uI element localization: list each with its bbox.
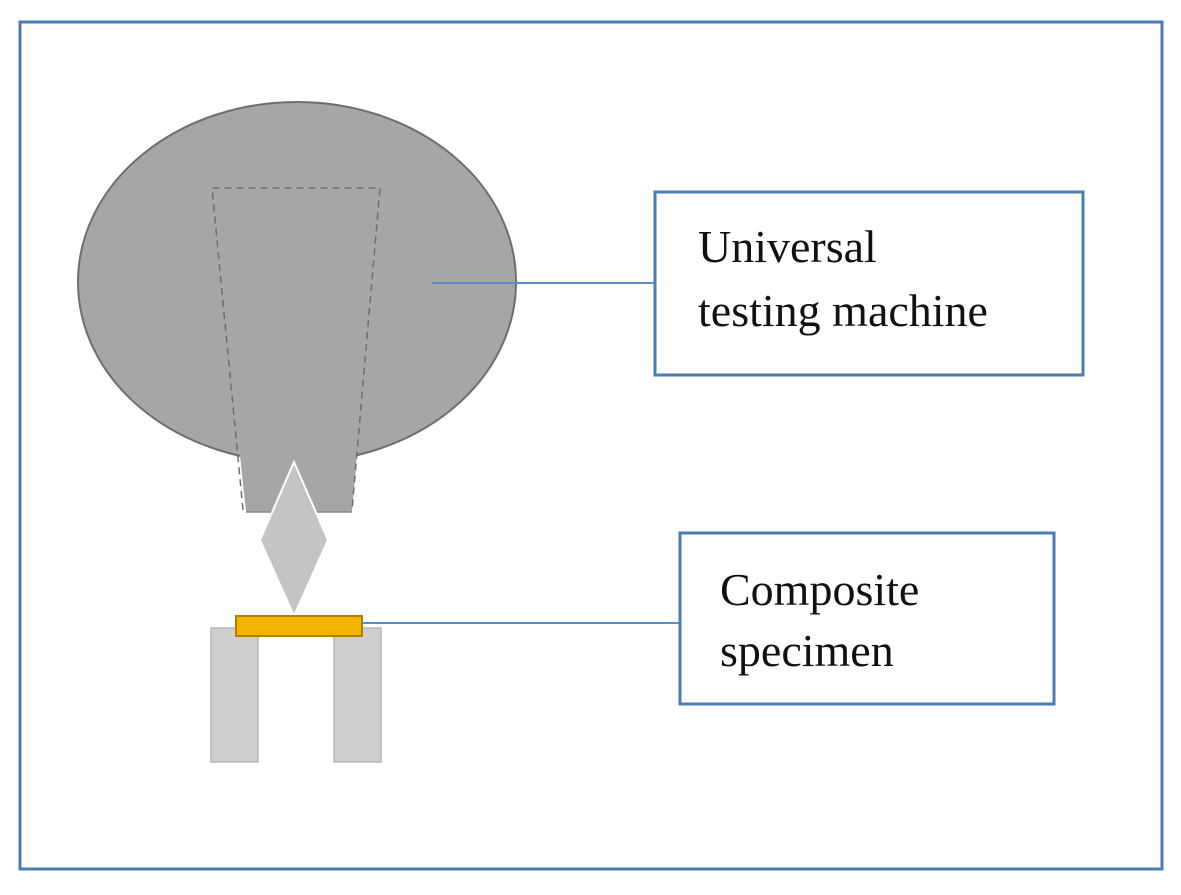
machine-label-line2: testing machine	[698, 285, 988, 336]
composite-specimen	[235, 615, 363, 637]
left-support	[210, 627, 259, 763]
machine-column-outline	[211, 187, 381, 511]
machine-label-line1: Universal	[698, 221, 877, 272]
specimen-label-line1: Composite	[720, 564, 919, 615]
specimen-label: Composite specimen	[678, 531, 1056, 706]
specimen-label-box	[678, 531, 1056, 706]
testing-machine	[77, 101, 517, 513]
specimen-label-line2: specimen	[720, 625, 894, 676]
right-support	[333, 627, 382, 763]
machine-label: Universal testing machine	[653, 190, 1085, 377]
machine-column	[212, 188, 380, 512]
machine-label-box	[653, 190, 1085, 377]
